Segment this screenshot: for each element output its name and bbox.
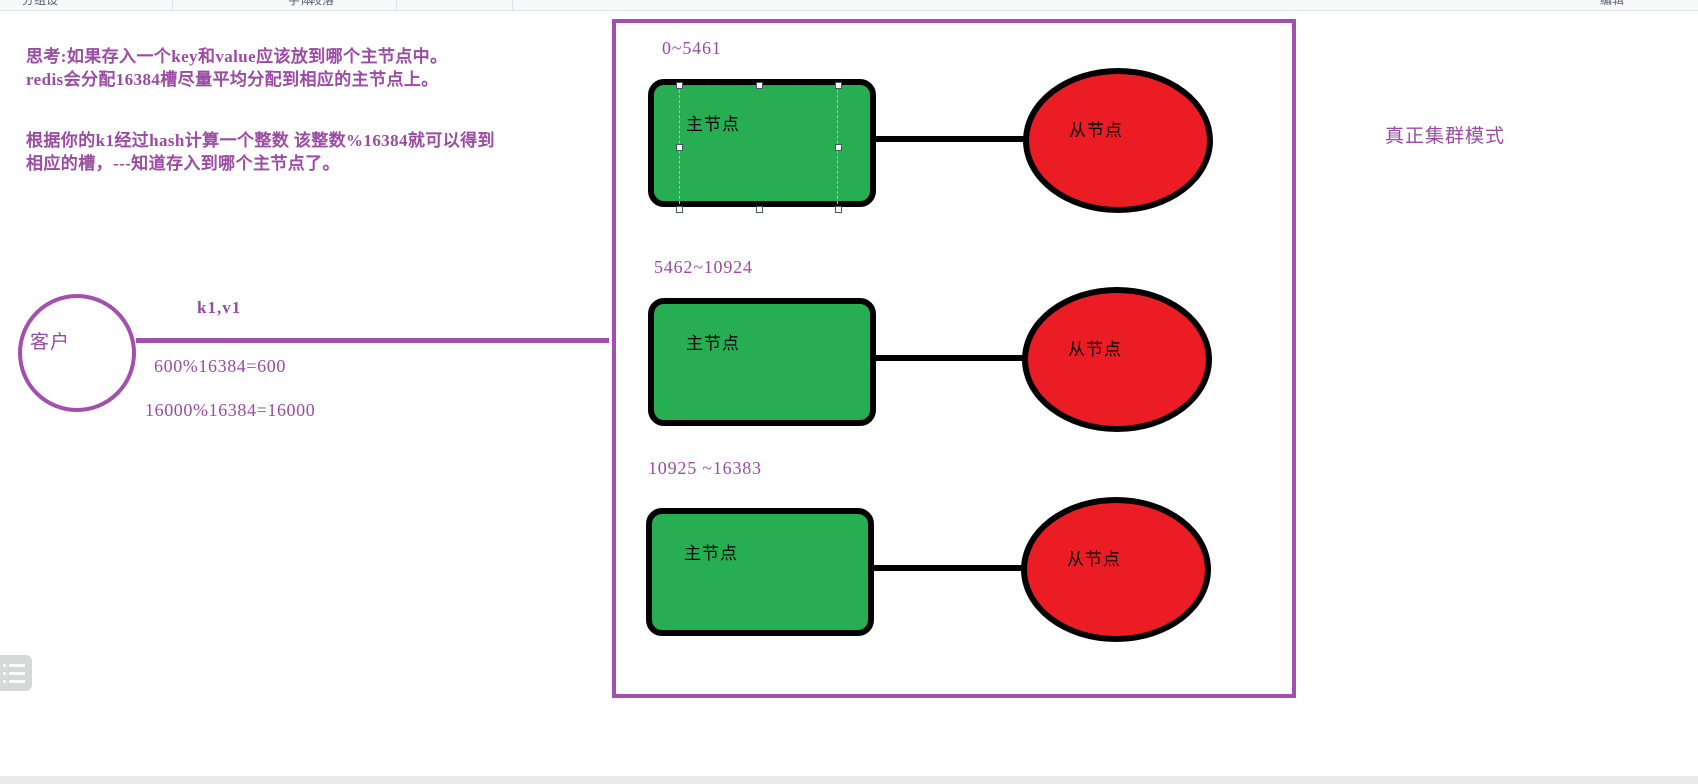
resize-handle-bottom-right[interactable] bbox=[835, 206, 842, 213]
master-node-label-0: 主节点 bbox=[686, 115, 740, 134]
slave-node-2[interactable] bbox=[1021, 497, 1211, 642]
resize-handle-bottom-center[interactable] bbox=[756, 206, 763, 213]
selection-marquee[interactable] bbox=[676, 82, 842, 213]
resize-handle-bottom-left[interactable] bbox=[676, 206, 683, 213]
master-slave-link-2[interactable] bbox=[870, 565, 1025, 571]
resize-handle-top-right[interactable] bbox=[835, 82, 842, 89]
bullet-dot bbox=[3, 680, 6, 683]
cluster-mode-caption: 真正集群模式 bbox=[1385, 126, 1506, 147]
slave-node-label-2: 从节点 bbox=[1067, 550, 1121, 569]
ribbon-bar: 分组设 字体 段落 段落 段落 编辑 bbox=[0, 0, 1698, 11]
slave-node-1[interactable] bbox=[1022, 287, 1212, 432]
note-text-storage-question: 思考:如果存入一个key和value应该放到哪个主节点中。 redis会分配16… bbox=[26, 47, 448, 89]
slot-range-label-0: 0~5461 bbox=[662, 38, 722, 58]
client-circle-shape[interactable] bbox=[18, 294, 136, 412]
bullet-line bbox=[9, 672, 25, 675]
resize-handle-middle-right[interactable] bbox=[835, 144, 842, 151]
bullet-line bbox=[9, 680, 25, 683]
ribbon-separator bbox=[512, 0, 513, 10]
ribbon-separator bbox=[396, 0, 397, 10]
resize-handle-top-left[interactable] bbox=[676, 82, 683, 89]
ribbon-group-label-0: 分组设 bbox=[22, 0, 59, 7]
master-slave-link-1[interactable] bbox=[872, 355, 1027, 361]
slave-node-label-1: 从节点 bbox=[1068, 340, 1122, 359]
formula-slot-16000: 16000%16384=16000 bbox=[145, 400, 316, 420]
note-text-hash-explanation: 根据你的k1经过hash计算一个整数 该整数%16384就可以得到 相应的槽，-… bbox=[26, 131, 495, 173]
slave-node-label-0: 从节点 bbox=[1069, 121, 1123, 140]
ribbon-strip bbox=[0, 10, 1698, 11]
ribbon-separator bbox=[172, 0, 173, 10]
slot-range-label-2: 10925 ~16383 bbox=[648, 458, 762, 478]
list-panel-icon[interactable] bbox=[0, 655, 32, 691]
drawing-canvas[interactable]: 思考:如果存入一个key和value应该放到哪个主节点中。 redis会分配16… bbox=[0, 17, 1698, 784]
client-label: 客户 bbox=[30, 332, 71, 353]
client-connector-line[interactable] bbox=[136, 338, 609, 343]
bottom-status-strip bbox=[0, 776, 1698, 784]
resize-handle-middle-left[interactable] bbox=[676, 144, 683, 151]
master-node-1[interactable] bbox=[648, 298, 876, 426]
master-node-label-2: 主节点 bbox=[684, 544, 738, 563]
slave-node-0[interactable] bbox=[1023, 68, 1213, 213]
bullet-dot bbox=[3, 664, 6, 667]
bullet-dot bbox=[3, 672, 6, 675]
bullet-line bbox=[9, 664, 25, 667]
slot-range-label-1: 5462~10924 bbox=[654, 257, 753, 277]
ribbon-group-2: 段落 bbox=[310, 0, 335, 7]
key-value-label: k1,v1 bbox=[197, 298, 242, 317]
ribbon-group-label-1: 字体 bbox=[288, 0, 313, 7]
ribbon-group-3: 编辑 bbox=[1600, 0, 1625, 7]
master-node-label-1: 主节点 bbox=[686, 334, 740, 353]
formula-slot-600: 600%16384=600 bbox=[154, 356, 286, 376]
master-node-2[interactable] bbox=[646, 508, 874, 636]
resize-handle-top-center[interactable] bbox=[756, 82, 763, 89]
master-node-0[interactable] bbox=[648, 79, 876, 207]
master-slave-link-0[interactable] bbox=[872, 136, 1027, 142]
